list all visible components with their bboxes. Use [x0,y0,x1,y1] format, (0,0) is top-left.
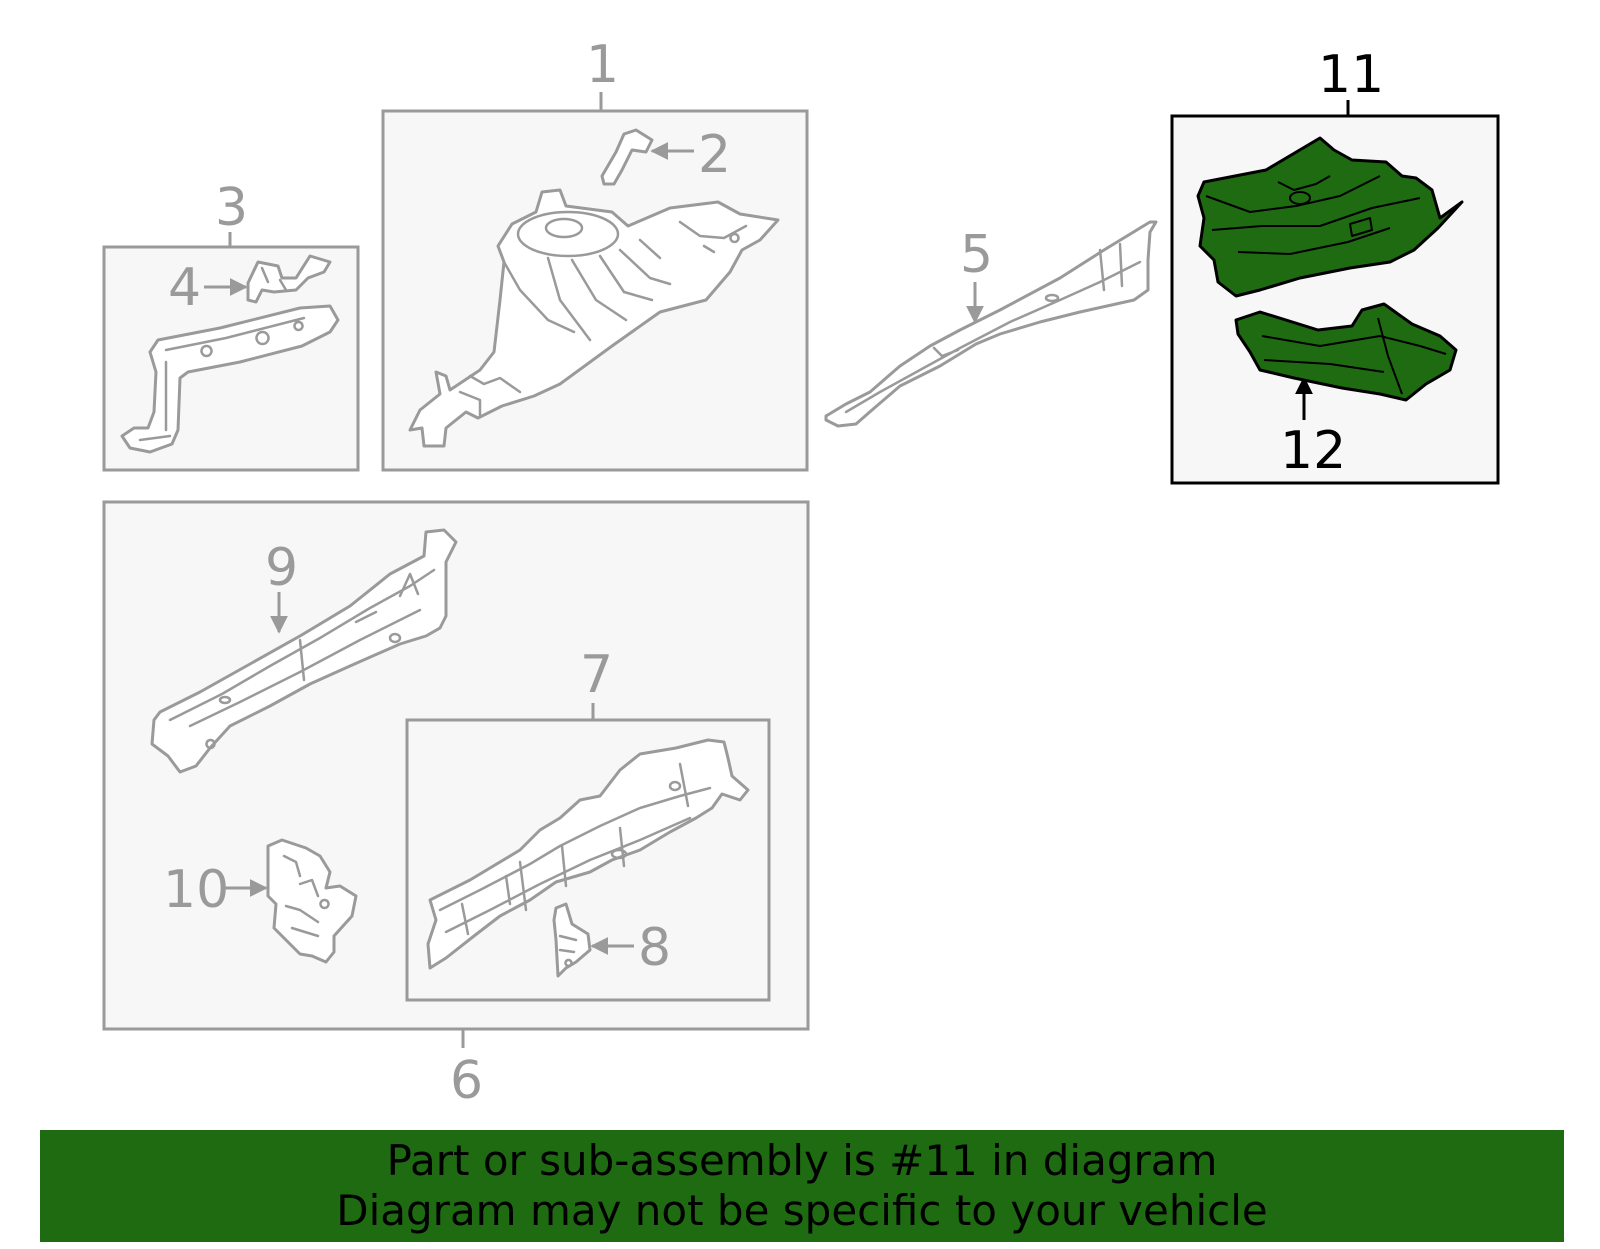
group-box-1: 1 2 [381,35,809,472]
callout-7[interactable]: 7 [580,645,613,705]
group-part-5: 5 [824,220,1158,428]
callout-11[interactable]: 11 [1318,45,1384,105]
callout-3[interactable]: 3 [215,178,248,238]
callout-6[interactable]: 6 [450,1051,483,1111]
banner-line-1: Part or sub-assembly is #11 in diagram [386,1136,1218,1185]
banner-background [40,1130,1564,1242]
part-2-bracket[interactable] [600,128,654,186]
group-box-11: 11 12 [1170,45,1500,485]
callout-2[interactable]: 2 [698,125,731,185]
group-box-3: 3 4 [102,178,360,472]
part-10-bracket[interactable] [266,838,358,964]
banner-line-2: Diagram may not be specific to your vehi… [336,1186,1268,1235]
part-12-bracket[interactable] [1234,302,1458,402]
callout-8[interactable]: 8 [638,918,671,978]
part-1-strut-tower[interactable] [408,188,780,448]
callout-10[interactable]: 10 [163,860,229,920]
part-11-assembly[interactable] [1196,136,1464,298]
callout-9[interactable]: 9 [265,538,298,598]
group-box-6: 6 9 10 7 8 [102,500,810,1111]
part-4-bracket[interactable] [246,254,332,304]
group-box-7: 7 8 [405,645,771,1002]
part-7-side-rail[interactable] [426,738,750,970]
callout-5[interactable]: 5 [960,225,993,285]
part-3-bracket[interactable] [120,304,340,454]
callout-12[interactable]: 12 [1280,421,1346,481]
info-banner: Part or sub-assembly is #11 in diagram D… [40,1130,1564,1242]
callout-4[interactable]: 4 [168,258,201,318]
part-9-front-rail[interactable] [150,528,458,774]
callout-1[interactable]: 1 [586,35,619,95]
